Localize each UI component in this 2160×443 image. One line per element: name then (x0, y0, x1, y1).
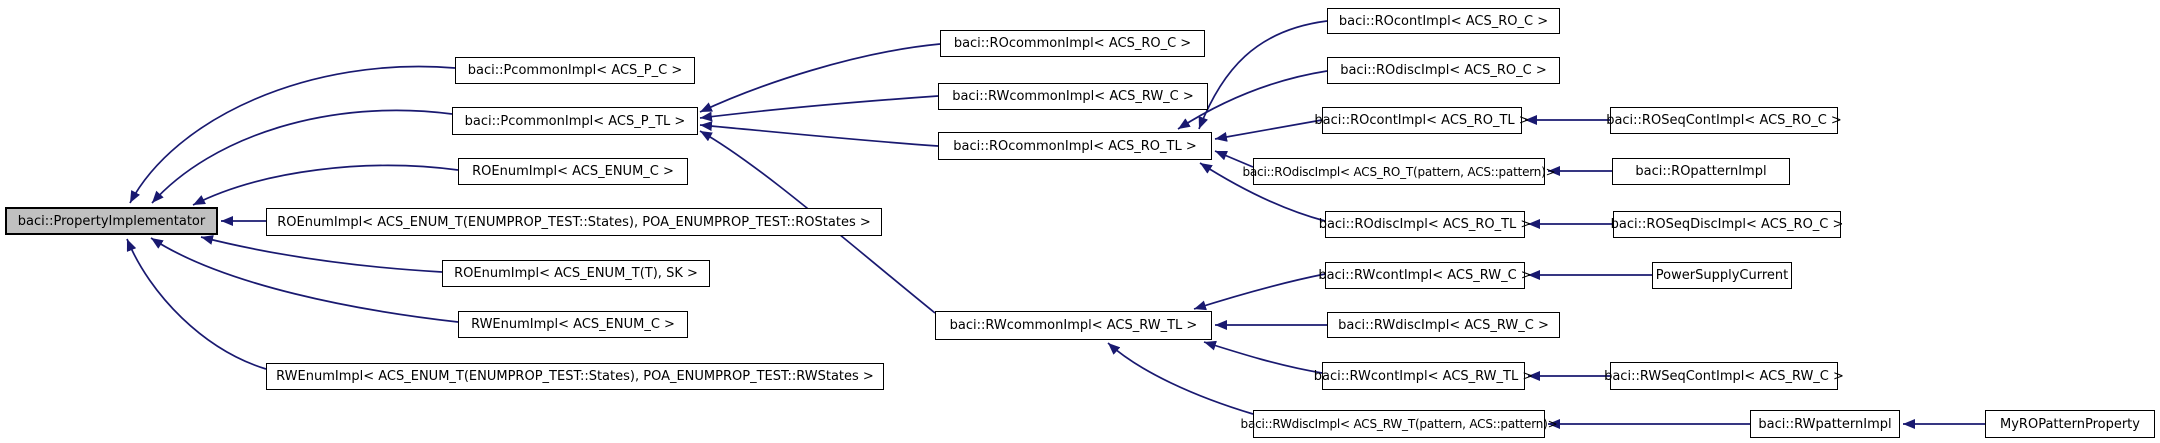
inheritance-edge (1199, 162, 1326, 222)
inheritance-edge (150, 237, 459, 323)
node-ro-cont-impl-acs-ro-tl[interactable]: baci::ROcontImpl< ACS_RO_TL > (1314, 107, 1530, 134)
node-property-implementator: baci::PropertyImplementator (5, 207, 218, 235)
node-ro-enum-impl-t-sk[interactable]: ROEnumImpl< ACS_ENUM_T(T), SK > (442, 260, 710, 287)
node-rw-disc-impl-acs-rw-t-pattern[interactable]: baci::RWdiscImpl< ACS_RW_T(pattern, ACS:… (1241, 410, 1558, 438)
inheritance-edge (126, 238, 267, 370)
inheritance-edge (699, 121, 939, 147)
inheritance-edge (1214, 119, 1323, 142)
node-ro-enum-impl-acs-enum-c[interactable]: ROEnumImpl< ACS_ENUM_C > (458, 158, 688, 185)
inheritance-edge (1203, 340, 1323, 374)
inheritance-edge (699, 43, 941, 113)
node-ro-disc-impl-acs-ro-tl[interactable]: baci::ROdiscImpl< ACS_RO_TL > (1319, 211, 1531, 238)
node-power-supply-current[interactable]: PowerSupplyCurrent (1652, 262, 1792, 289)
inheritance-edge (1107, 342, 1254, 415)
node-ro-common-impl-acs-ro-tl[interactable]: baci::ROcommonImpl< ACS_RO_TL > (938, 132, 1212, 160)
node-pcommon-impl-acs-p-tl[interactable]: baci::PcommonImpl< ACS_P_TL > (452, 107, 698, 135)
node-pcommon-impl-acs-p-c[interactable]: baci::PcommonImpl< ACS_P_C > (455, 57, 695, 84)
node-rw-cont-impl-acs-rw-tl[interactable]: baci::RWcontImpl< ACS_RW_TL > (1314, 362, 1533, 390)
node-rw-pattern-impl[interactable]: baci::RWpatternImpl (1750, 410, 1900, 438)
node-my-ro-pattern-property[interactable]: MyROPatternProperty (1985, 410, 2155, 438)
inheritance-edge (1177, 70, 1328, 130)
node-ro-seq-cont-impl-acs-ro-c[interactable]: baci::ROSeqContImpl< ACS_RO_C > (1606, 107, 1842, 134)
inheritance-edge (699, 130, 936, 314)
node-ro-disc-impl-acs-ro-c[interactable]: baci::ROdiscImpl< ACS_RO_C > (1327, 57, 1560, 84)
node-rw-enum-impl-enumprop-rwstates[interactable]: RWEnumImpl< ACS_ENUM_T(ENUMPROP_TEST::St… (266, 363, 884, 390)
node-rw-seq-cont-impl-acs-rw-c[interactable]: baci::RWSeqContImpl< ACS_RW_C > (1604, 362, 1844, 390)
node-rw-disc-impl-acs-rw-c[interactable]: baci::RWdiscImpl< ACS_RW_C > (1327, 312, 1560, 338)
node-rw-enum-impl-acs-enum-c[interactable]: RWEnumImpl< ACS_ENUM_C > (458, 311, 688, 338)
node-rw-common-impl-acs-rw-c[interactable]: baci::RWcommonImpl< ACS_RW_C > (938, 83, 1208, 110)
node-rw-cont-impl-acs-rw-c[interactable]: baci::RWcontImpl< ACS_RW_C > (1318, 262, 1532, 289)
inheritance-edge (129, 65, 456, 204)
inheritance-edge (1214, 150, 1254, 168)
node-rw-common-impl-acs-rw-tl[interactable]: baci::RWcommonImpl< ACS_RW_TL > (935, 311, 1212, 340)
node-ro-enum-impl-enumprop-rostates[interactable]: ROEnumImpl< ACS_ENUM_T(ENUMPROP_TEST::St… (266, 208, 882, 236)
inheritance-edge (192, 164, 459, 206)
node-ro-disc-impl-acs-ro-t-pattern[interactable]: baci::ROdiscImpl< ACS_RO_T(pattern, ACS:… (1242, 158, 1556, 185)
inheritance-edge (699, 95, 939, 122)
inheritance-edge (151, 109, 453, 204)
node-ro-seq-disc-impl-acs-ro-c[interactable]: baci::ROSeqDiscImpl< ACS_RO_C > (1611, 211, 1843, 238)
inheritance-edge (1193, 273, 1326, 311)
node-ro-pattern-impl[interactable]: baci::ROpatternImpl (1612, 158, 1790, 185)
node-ro-common-impl-acs-ro-c[interactable]: baci::ROcommonImpl< ACS_RO_C > (940, 30, 1205, 57)
node-ro-cont-impl-acs-ro-c[interactable]: baci::ROcontImpl< ACS_RO_C > (1327, 8, 1560, 34)
inheritance-edge (200, 235, 443, 273)
